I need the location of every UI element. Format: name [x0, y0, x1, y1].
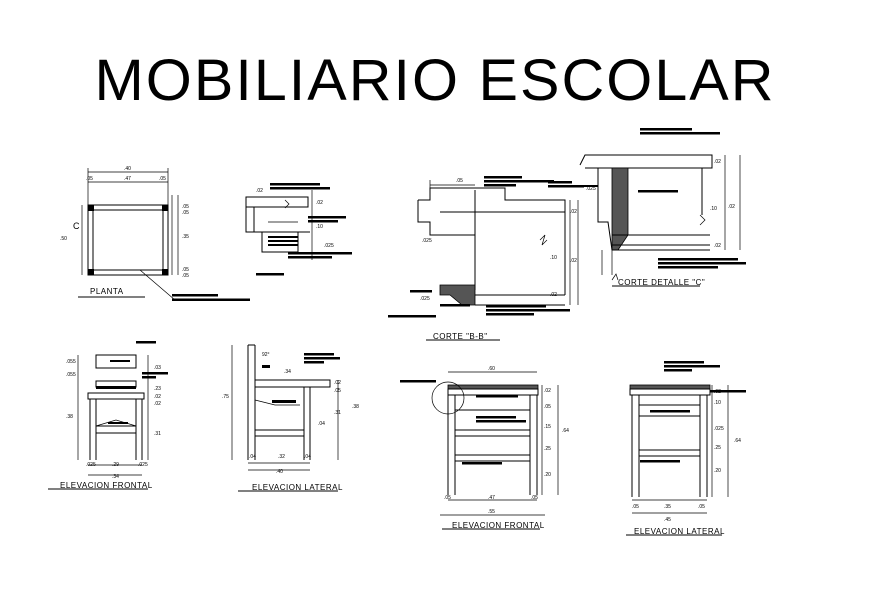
dimension-label: .05	[182, 273, 189, 279]
dimension-label: .40	[276, 469, 283, 475]
dimension-label: .02	[570, 258, 577, 264]
dimension-label: .31	[334, 410, 341, 416]
label-planta: PLANTA	[90, 287, 124, 296]
dimension-label: .02	[714, 159, 721, 165]
dimension-label: .02	[550, 292, 557, 298]
dimension-label: .20	[544, 472, 551, 478]
label-corte-bb: CORTE "B-B"	[433, 332, 488, 341]
page-title: MOBILIARIO ESCOLAR	[94, 48, 776, 113]
dimension-label: .25	[714, 445, 721, 451]
dimension-label: .05	[544, 404, 551, 410]
dimension-label: .47	[124, 176, 131, 182]
dimension-label: .05	[531, 495, 538, 501]
dimension-label: .10	[550, 255, 557, 261]
dimension-label: .55	[488, 509, 495, 515]
elevacion-lateral-2-view: .02 .10 .025 .25 .64 .20 .05 .35 .05 .45…	[626, 361, 746, 536]
dimension-label: .025	[324, 243, 334, 249]
dimension-label: .47	[488, 495, 495, 501]
dimension-label: .25	[544, 446, 551, 452]
dimension-label: .64	[562, 428, 569, 434]
dimension-label: .31	[154, 431, 161, 437]
dimension-label: .05	[632, 504, 639, 510]
dimension-label: .15	[544, 424, 551, 430]
dimension-label: .05	[334, 388, 341, 394]
elevacion-frontal-1-view: .055 .055 .03 .23 .02 .02 .38 .31 .025 .…	[48, 341, 168, 490]
dimension-label: .05	[182, 267, 189, 273]
dimension-label: .025	[422, 238, 432, 244]
dimension-label: .025	[586, 186, 596, 192]
dimension-label: .32	[278, 454, 285, 460]
dimension-label: .35	[182, 234, 189, 240]
detalle-tablero-view: .02 .02 .10 .025	[245, 183, 352, 276]
dimension-label: .02	[714, 243, 721, 249]
dimension-label: .45	[664, 517, 671, 523]
label-elevacion-frontal-2: ELEVACION FRONTAL	[452, 521, 545, 530]
dimension-label: .38	[352, 404, 359, 410]
elevacion-frontal-2-view: .60 .02 .05 .15 .25 .64 .20 .05 .47 .05 …	[400, 366, 569, 530]
dimension-label: .04	[304, 454, 311, 460]
dimension-label: .025	[714, 426, 724, 432]
dimension-label: .02	[316, 200, 323, 206]
dimension-label: .04	[318, 421, 325, 427]
dimension-label: .04	[249, 454, 256, 460]
label-elevacion-lateral-1: ELEVACION LATERAL	[252, 483, 343, 492]
planta-view: .40 .05 .47 .05 .50 .05 .05 .35 .05 .05 …	[60, 166, 250, 301]
label-corte-detalle-c: CORTE DETALLE "C"	[618, 278, 705, 287]
section-marker-c: C	[73, 221, 80, 231]
dimension-label: .60	[488, 366, 495, 372]
dimension-label: .10	[316, 224, 323, 230]
dimension-label: .055	[66, 359, 76, 365]
dimension-label: .05	[182, 210, 189, 216]
dimension-label: .50	[60, 236, 67, 242]
dimension-label: .75	[222, 394, 229, 400]
dimension-label: .025	[420, 296, 430, 302]
dimension-label: .05	[698, 504, 705, 510]
label-elevacion-frontal-1: ELEVACION FRONTAL	[60, 481, 153, 490]
label-elevacion-lateral-2: ELEVACION LATERAL	[634, 527, 725, 536]
dimension-label: .02	[544, 388, 551, 394]
dimension-label: .025	[138, 462, 148, 468]
dimension-label: .025	[86, 462, 96, 468]
dimension-label: .03	[154, 365, 161, 371]
dimension-label: .20	[714, 468, 721, 474]
dimension-label: .05	[182, 204, 189, 210]
dimension-label: .10	[714, 400, 721, 406]
dimension-label: .34	[112, 474, 119, 480]
dimension-label: .02	[728, 204, 735, 210]
dimension-label: .05	[456, 178, 463, 184]
dimension-label: .02	[256, 188, 263, 194]
dimension-label: .23	[154, 386, 161, 392]
dimension-label: .10	[710, 206, 717, 212]
corte-detalle-c-view: .025 .02 .10 .02 .02 CORTE DETALLE "C"	[579, 128, 746, 287]
dimension-label: .05	[159, 176, 166, 182]
dimension-label: .02	[154, 394, 161, 400]
dimension-label: .02	[154, 401, 161, 407]
dimension-label: .29	[112, 462, 119, 468]
elevacion-lateral-1-view: 92° .75 .34 .02 .05 .31 .04 .38 .04 .32 …	[222, 344, 359, 492]
dimension-label: .05	[86, 176, 93, 182]
dimension-label: 92°	[262, 352, 270, 358]
dimension-label: .05	[444, 495, 451, 501]
dimension-label: .38	[66, 414, 73, 420]
dimension-label: .64	[734, 438, 741, 444]
dimension-label: .055	[66, 372, 76, 378]
dimension-label: .02	[570, 209, 577, 215]
dimension-label: .02	[334, 380, 341, 386]
dimension-label: .02	[714, 389, 721, 395]
corte-bb-view: .05 .02 .10 .02 .025 .025 .02 CORTE "B-B…	[388, 176, 584, 341]
dimension-label: .35	[664, 504, 671, 510]
dimension-label: .34	[284, 369, 291, 375]
dimension-label: .40	[124, 166, 131, 172]
